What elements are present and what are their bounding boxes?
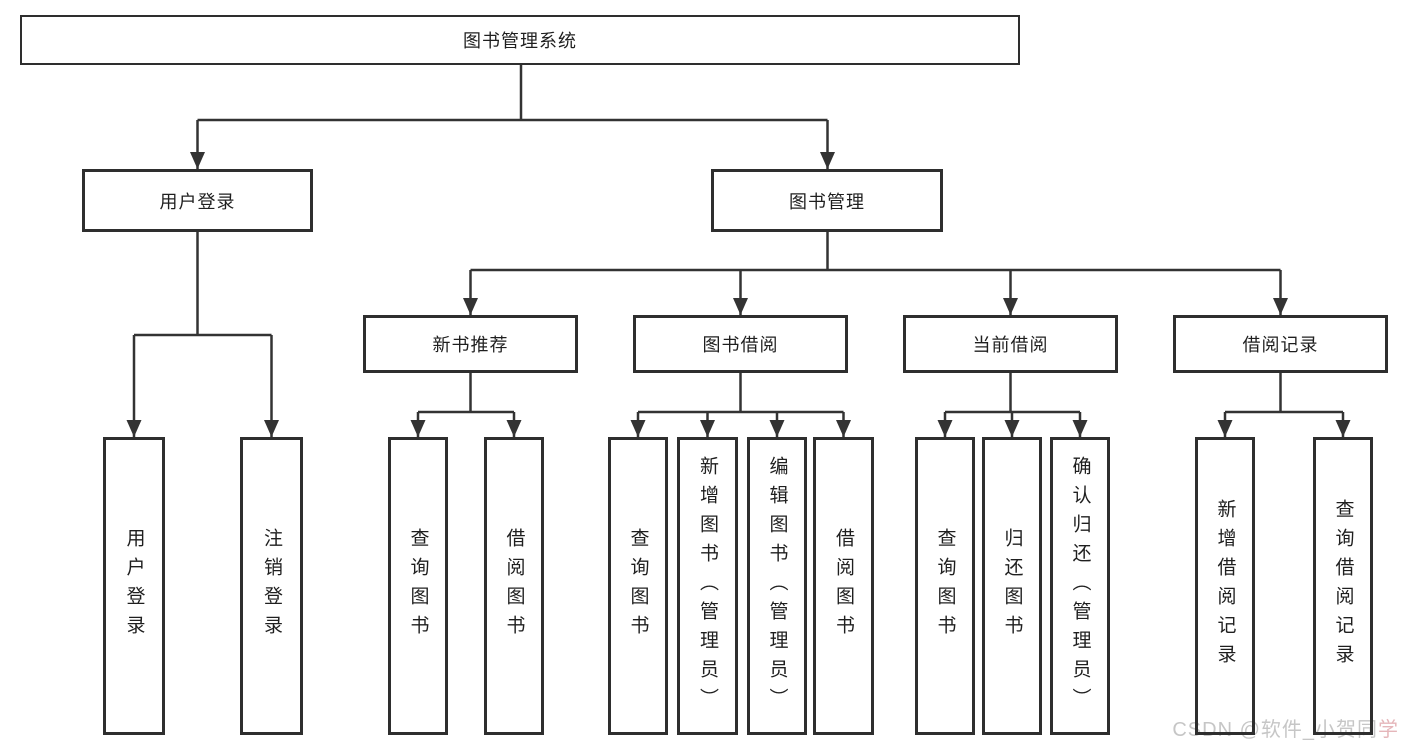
leaf-label: 查询借阅记录: [1332, 499, 1354, 673]
leaf-label: 用户登录: [123, 528, 145, 644]
leaf-borrowing-add-books-admin: 新增图书（管理员）: [677, 437, 738, 735]
leaf-borrowing-query-books: 查询图书: [608, 437, 668, 735]
watermark: CSDN @软件_小贺同学: [1172, 713, 1399, 742]
leaf-recommend-query-books: 查询图书: [388, 437, 448, 735]
leaf-label: 借阅图书: [833, 528, 854, 644]
leaf-borrowing-edit-books-admin: 编辑图书（管理员）: [747, 437, 807, 735]
leaf-user-login: 用户登录: [103, 437, 165, 735]
leaf-label: 查询图书: [934, 528, 956, 644]
leaf-borrowing-borrow-books: 借阅图书: [813, 437, 874, 735]
leaf-logout-login: 注销登录: [240, 437, 303, 735]
leaf-label: 查询图书: [407, 528, 429, 644]
node-user-login: 用户登录: [82, 169, 313, 232]
leaf-label: 归还图书: [1001, 528, 1023, 644]
node-library-management-system: 图书管理系统: [20, 15, 1020, 65]
leaf-current-confirm-return-admin: 确认归还（管理员）: [1050, 437, 1110, 735]
leaf-records-add-record: 新增借阅记录: [1195, 437, 1255, 735]
leaf-label: 新增借阅记录: [1214, 499, 1236, 673]
leaf-current-return-books: 归还图书: [982, 437, 1042, 735]
watermark-text: CSDN @软件_小贺同: [1172, 719, 1378, 741]
leaf-label: 确认归还（管理员）: [1069, 455, 1091, 717]
leaf-recommend-borrow-books: 借阅图书: [484, 437, 544, 735]
leaf-records-query-record: 查询借阅记录: [1313, 437, 1373, 735]
leaf-label: 借阅图书: [503, 528, 525, 644]
watermark-accent-text: 学: [1378, 719, 1399, 741]
leaf-label: 编辑图书（管理员）: [766, 455, 788, 717]
node-current-borrowing: 当前借阅: [903, 315, 1118, 373]
leaf-label: 查询图书: [627, 528, 649, 644]
node-book-management: 图书管理: [711, 169, 943, 232]
leaf-label: 新增图书（管理员）: [697, 455, 718, 717]
node-borrowing-records: 借阅记录: [1173, 315, 1388, 373]
leaf-label: 注销登录: [261, 528, 282, 644]
node-new-book-recommend: 新书推荐: [363, 315, 578, 373]
node-book-borrowing: 图书借阅: [633, 315, 848, 373]
leaf-current-query-books: 查询图书: [915, 437, 975, 735]
